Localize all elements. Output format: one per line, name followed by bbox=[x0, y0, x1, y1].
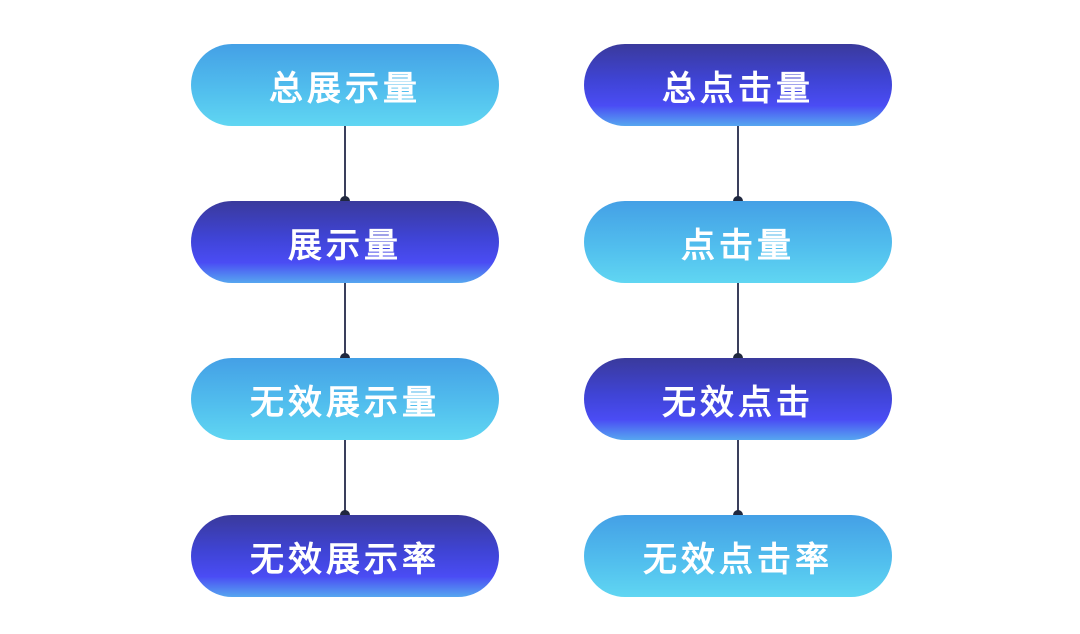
node-invalid-impression-rate: 无效展示率 bbox=[191, 515, 499, 597]
connector-line bbox=[733, 283, 743, 363]
connector-line bbox=[733, 440, 743, 520]
node-invalid-clicks: 无效点击 bbox=[584, 358, 892, 440]
node-impressions: 展示量 bbox=[191, 201, 499, 283]
node-clicks: 点击量 bbox=[584, 201, 892, 283]
node-total-impressions: 总展示量 bbox=[191, 44, 499, 126]
connector-line bbox=[340, 283, 350, 363]
connector-line bbox=[340, 126, 350, 206]
connector-line bbox=[340, 440, 350, 520]
node-total-clicks: 总点击量 bbox=[584, 44, 892, 126]
node-invalid-impressions: 无效展示量 bbox=[191, 358, 499, 440]
connector-line bbox=[733, 126, 743, 206]
node-invalid-click-rate: 无效点击率 bbox=[584, 515, 892, 597]
